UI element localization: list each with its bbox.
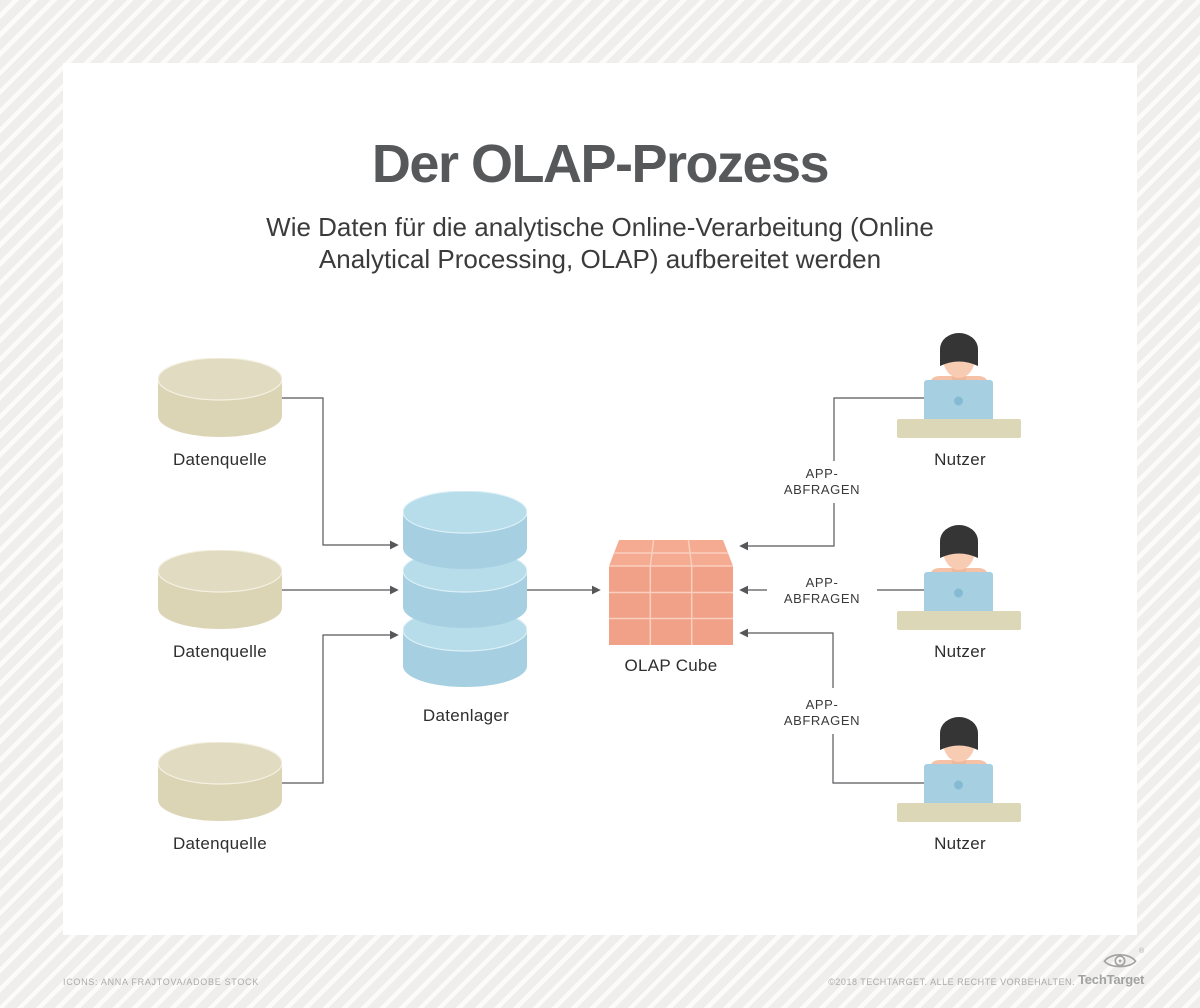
subtitle-line-1: Wie Daten für die analytische Online-Ver… xyxy=(266,212,934,242)
app-query-label-1: APP- ABFRAGEN xyxy=(767,466,877,497)
olap-cube-icon xyxy=(609,539,733,645)
user-label-1: Nutzer xyxy=(934,450,986,469)
database-cylinder-icon xyxy=(158,358,282,437)
datasource-label-2: Datenquelle xyxy=(172,642,268,661)
person-at-laptop-icon xyxy=(897,525,1021,630)
copyright-notice: ©2018 TECHTARGET. ALLE RECHTE VORBEHALTE… xyxy=(828,977,1075,987)
warehouse-label: Datenlager xyxy=(422,706,510,725)
techtarget-eye-target-logo xyxy=(1103,953,1137,968)
user-label-2: Nutzer xyxy=(934,642,986,661)
database-stack-icon xyxy=(403,491,527,687)
app-query-label-2: APP- ABFRAGEN xyxy=(767,575,877,606)
user-label-3: Nutzer xyxy=(934,834,986,853)
icons-credit: ICONS: ANNA FRAJTOVA/ADOBE STOCK xyxy=(63,977,259,987)
page-title: Der OLAP-Prozess xyxy=(371,134,830,194)
app-query-line-1: APP- xyxy=(805,697,839,712)
person-at-laptop-icon xyxy=(897,333,1021,438)
app-query-line-2: ABFRAGEN xyxy=(783,590,861,606)
person-at-laptop-icon xyxy=(897,717,1021,822)
app-query-line-2: ABFRAGEN xyxy=(783,481,861,497)
database-cylinder-icon xyxy=(158,550,282,629)
app-query-line-1: APP- xyxy=(805,575,839,590)
registered-mark: ® xyxy=(1139,948,1145,955)
app-query-line-1: APP- xyxy=(805,466,839,481)
datasource-label-3: Datenquelle xyxy=(172,834,268,853)
app-query-line-2: ABFRAGEN xyxy=(783,712,861,728)
page-subtitle: Wie Daten für die analytische Online-Ver… xyxy=(200,211,1000,275)
cube-label: OLAP Cube xyxy=(624,656,718,675)
database-cylinder-icon xyxy=(158,742,282,821)
subtitle-line-2: Analytical Processing, OLAP) aufbereitet… xyxy=(318,244,882,274)
datasource-label-1: Datenquelle xyxy=(172,450,268,469)
app-query-label-3: APP- ABFRAGEN xyxy=(767,697,877,728)
techtarget-wordmark: TechTarget xyxy=(1078,972,1145,987)
